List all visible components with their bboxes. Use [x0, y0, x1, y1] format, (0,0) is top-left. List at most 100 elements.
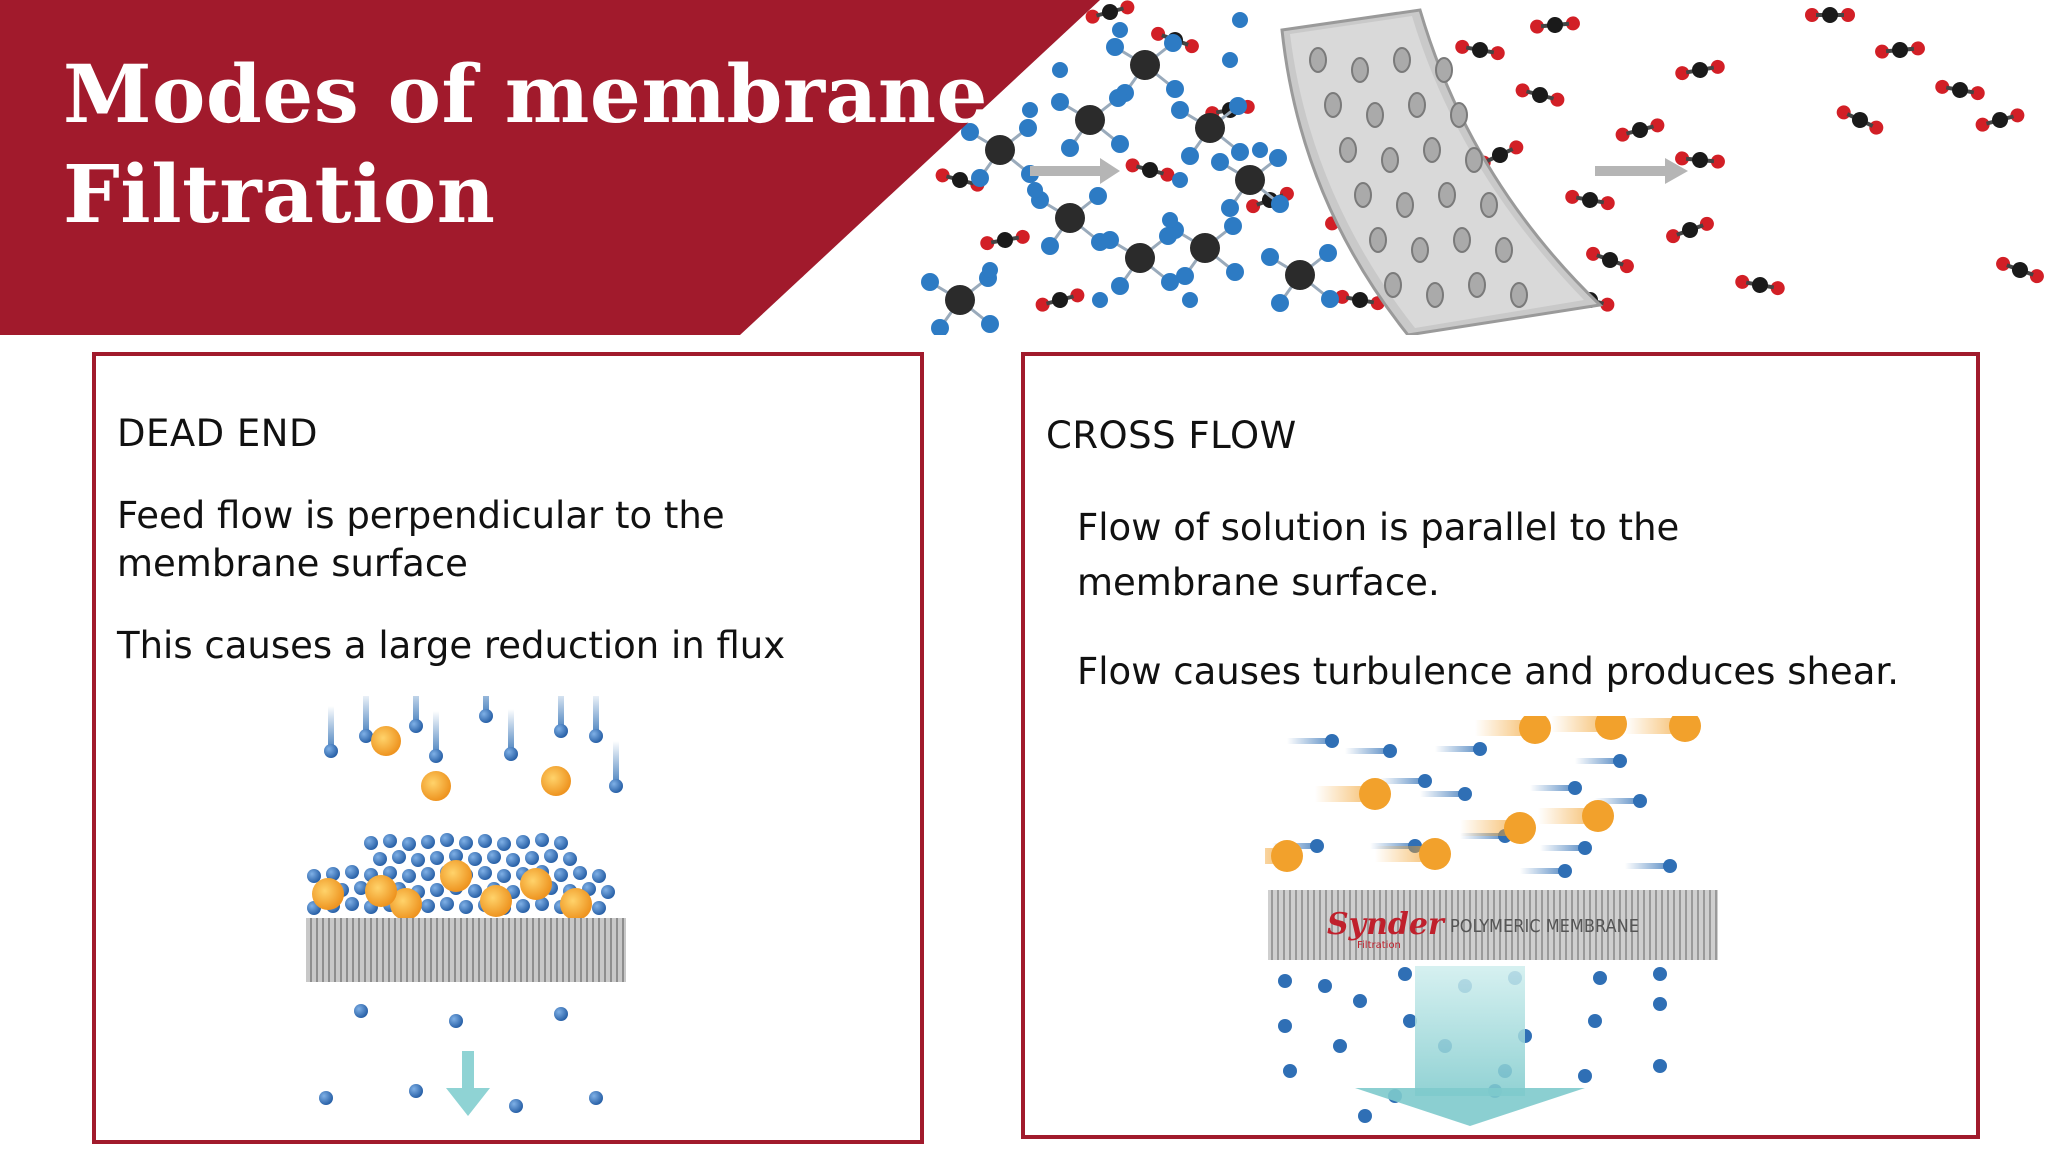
- permeate-particle: [1653, 967, 1667, 981]
- flow-trail: [1520, 868, 1560, 874]
- solute-particle: [560, 888, 592, 920]
- flow-trail: [1575, 758, 1615, 764]
- solute-particle: [1582, 800, 1614, 832]
- solvent-particle: [429, 749, 443, 763]
- flow-trail: [1540, 845, 1580, 851]
- solvent-particle: [440, 897, 454, 911]
- flow-trail: [1315, 786, 1365, 802]
- solvent-particle: [459, 836, 473, 850]
- flow-trail: [1538, 808, 1588, 824]
- solvent-particle: [554, 836, 568, 850]
- permeate-particle: [1398, 967, 1412, 981]
- permeate-particle: [554, 1007, 568, 1021]
- permeate-particle: [1333, 1039, 1347, 1053]
- permeate-particle: [1283, 1064, 1297, 1078]
- solvent-particle: [430, 851, 444, 865]
- solvent-particle: [535, 897, 549, 911]
- solute-particle: [312, 878, 344, 910]
- solvent-particle: [468, 884, 482, 898]
- solvent-particle: [383, 834, 397, 848]
- solute-particle: [1519, 716, 1551, 744]
- cross-flow-particles: [1265, 716, 1701, 1123]
- atom: [1182, 292, 1198, 308]
- solvent-particle: [354, 881, 368, 895]
- co2-molecule: [1615, 118, 1665, 142]
- membrane-pore: [1411, 237, 1429, 263]
- permeate-particle: [1353, 994, 1367, 1008]
- solvent-particle: [497, 869, 511, 883]
- solvent-particle: [440, 833, 454, 847]
- flow-trail: [413, 696, 419, 721]
- dead-end-point-1: Feed flow is perpendicular to the membra…: [117, 494, 725, 585]
- membrane-pore: [1423, 137, 1441, 163]
- membrane-brand-logo: Synder: [1327, 907, 1446, 942]
- cross-flow-point-1: Flow of solution is parallel to the memb…: [1077, 506, 1680, 604]
- solvent-particle: [589, 729, 603, 743]
- co2-molecule: [1565, 189, 1615, 211]
- membrane-pores: [1309, 47, 1528, 308]
- atom: [1222, 52, 1238, 68]
- solute-particle: [421, 771, 451, 801]
- flow-trail: [483, 696, 489, 711]
- co2-molecule: [1530, 16, 1580, 34]
- feed-particle: [1473, 742, 1487, 756]
- solvent-particle: [479, 709, 493, 723]
- membrane-pore: [1351, 57, 1369, 83]
- atom: [1052, 62, 1068, 78]
- solvent-particle: [326, 867, 340, 881]
- permeate-particle: [1593, 971, 1607, 985]
- co2-molecule: [1875, 41, 1925, 59]
- membrane-pore: [1426, 282, 1444, 308]
- co2-molecule: [1805, 7, 1855, 23]
- membrane-pore: [1453, 227, 1471, 253]
- flow-trail: [1435, 746, 1475, 752]
- co2-molecule: [1836, 105, 1884, 135]
- page-title: Modes of membrane Filtration: [63, 44, 988, 244]
- permeate-particle: [449, 1014, 463, 1028]
- methane-molecule: [921, 269, 999, 335]
- membrane-pore: [1495, 237, 1513, 263]
- membrane-pore: [1339, 137, 1357, 163]
- solvent-particle: [359, 729, 373, 743]
- title-line-2: Filtration: [63, 147, 496, 241]
- methane-molecule: [1051, 89, 1129, 157]
- permeate-particle: [1653, 997, 1667, 1011]
- membrane-pore: [1396, 192, 1414, 218]
- membrane-pore: [1465, 147, 1483, 173]
- dead-end-heading: DEAD END: [117, 412, 318, 455]
- permeate-particle: [1403, 1014, 1417, 1028]
- solute-particle: [390, 888, 422, 920]
- membrane-pore: [1468, 272, 1486, 298]
- solute-particle: [480, 885, 512, 917]
- solute-particle: [1669, 716, 1701, 742]
- solvent-particle: [592, 901, 606, 915]
- solvent-particle: [459, 900, 473, 914]
- solvent-particle: [409, 719, 423, 733]
- feed-particle: [1458, 787, 1472, 801]
- co2-molecule: [1085, 0, 1135, 24]
- atom: [1232, 12, 1248, 28]
- solvent-particle: [373, 852, 387, 866]
- dead-end-panel: DEAD END Feed flow is perpendicular to t…: [92, 352, 924, 1144]
- solvent-particle: [392, 850, 406, 864]
- solvent-particle: [554, 868, 568, 882]
- co2-molecule: [1515, 83, 1565, 107]
- feed-particle: [1383, 744, 1397, 758]
- methane-molecule: [1106, 34, 1184, 102]
- cross-flow-panel: CROSS FLOW Flow of solution is parallel …: [1021, 352, 1980, 1139]
- atom: [1162, 212, 1178, 228]
- co2-molecule: [1735, 274, 1785, 296]
- flow-trail: [593, 696, 599, 731]
- membrane-pore: [1324, 92, 1342, 118]
- atom: [1092, 292, 1108, 308]
- solvent-particle: [421, 899, 435, 913]
- solvent-particle: [411, 853, 425, 867]
- solvent-particle: [478, 834, 492, 848]
- solute-particle: [520, 868, 552, 900]
- membrane-pore: [1381, 147, 1399, 173]
- cross-flow-heading: CROSS FLOW: [1046, 414, 1297, 457]
- permeate-particle: [1578, 1069, 1592, 1083]
- co2-molecule: [1666, 216, 1714, 244]
- atom: [982, 262, 998, 278]
- cross-flow-point-2: Flow causes turbulence and produces shea…: [1077, 650, 1899, 693]
